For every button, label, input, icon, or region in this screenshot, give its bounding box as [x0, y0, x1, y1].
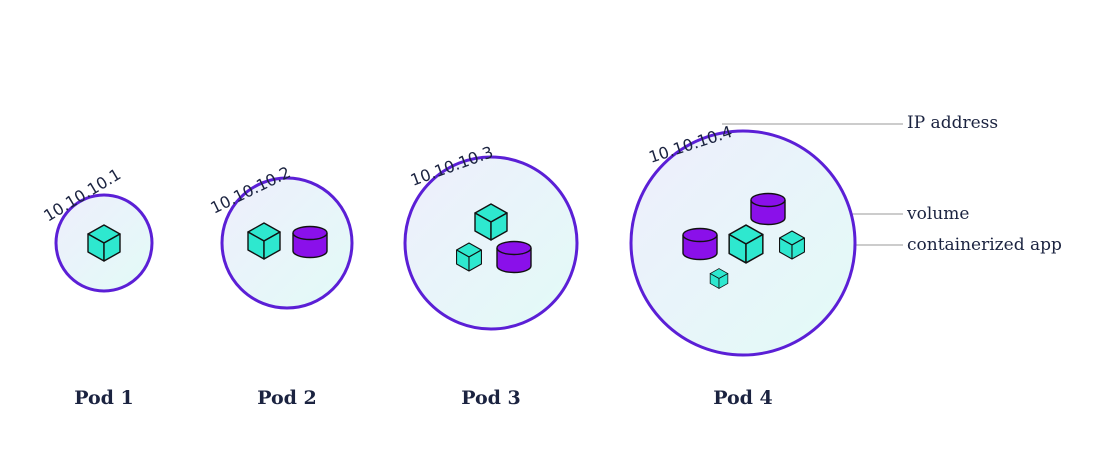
- pod-2-label: Pod 2: [257, 387, 317, 409]
- volume-icon: [292, 225, 328, 259]
- volume-icon: [750, 192, 786, 226]
- legend-ip-address: IP address: [907, 113, 998, 133]
- pod-4-label: Pod 4: [713, 387, 773, 409]
- legend-volume: volume: [906, 204, 969, 224]
- legend-containerized-app: containerized app: [907, 235, 1062, 255]
- pod-3-circle: [403, 155, 579, 331]
- pod-1-label: Pod 1: [74, 387, 134, 409]
- volume-icon: [496, 240, 532, 274]
- pod-3-label: Pod 3: [461, 387, 521, 409]
- volume-icon: [682, 227, 718, 261]
- pod-2-circle: [220, 176, 354, 310]
